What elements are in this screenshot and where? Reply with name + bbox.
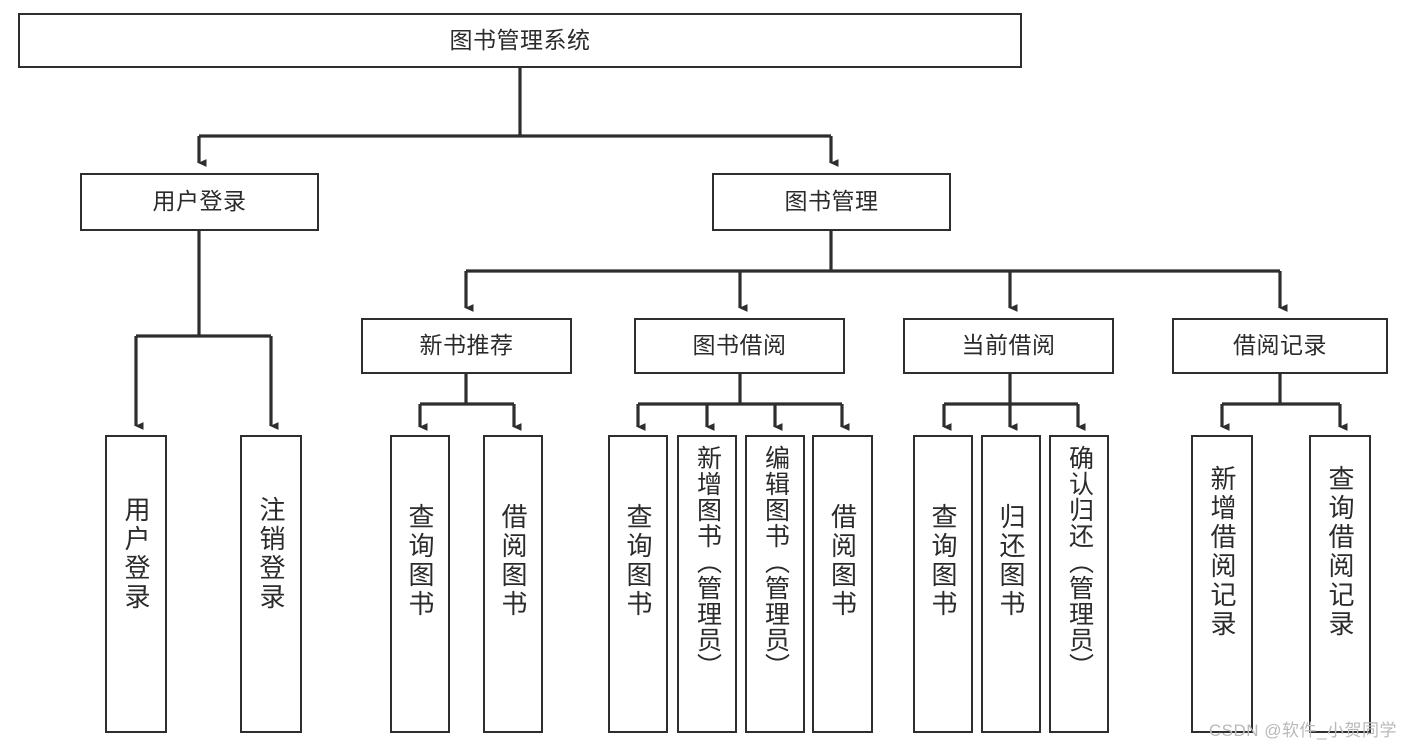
leaf-add-record[interactable]: 新增借阅记录 bbox=[1191, 435, 1253, 733]
node-root[interactable]: 图书管理系统 bbox=[18, 13, 1022, 68]
leaf-edit-book-label: 编辑图书（管理员） bbox=[761, 445, 790, 679]
leaf-confirm-return[interactable]: 确认归还（管理员） bbox=[1049, 435, 1109, 733]
leaf-borrow-book-borrow[interactable]: 借阅图书 bbox=[812, 435, 873, 733]
leaf-query-record[interactable]: 查询借阅记录 bbox=[1309, 435, 1371, 733]
node-user-login-label: 用户登录 bbox=[152, 188, 247, 215]
node-user-login[interactable]: 用户登录 bbox=[80, 173, 319, 231]
leaf-add-book[interactable]: 新增图书（管理员） bbox=[677, 435, 737, 733]
leaf-user-login-label: 用户登录 bbox=[121, 496, 151, 612]
leaf-query-book-borrow-label: 查询图书 bbox=[623, 503, 653, 619]
leaf-add-book-label: 新增图书（管理员） bbox=[693, 445, 722, 679]
node-borrow-record[interactable]: 借阅记录 bbox=[1172, 318, 1388, 374]
leaf-logout[interactable]: 注销登录 bbox=[240, 435, 302, 733]
leaf-return-book-label: 归还图书 bbox=[996, 503, 1026, 619]
leaf-edit-book[interactable]: 编辑图书（管理员） bbox=[745, 435, 805, 733]
leaf-return-book[interactable]: 归还图书 bbox=[981, 435, 1041, 733]
leaf-user-login[interactable]: 用户登录 bbox=[105, 435, 167, 733]
leaf-query-book-new[interactable]: 查询图书 bbox=[390, 435, 450, 733]
node-current-borrow-label: 当前借阅 bbox=[961, 332, 1056, 359]
leaf-query-record-label: 查询借阅记录 bbox=[1325, 465, 1355, 639]
leaf-borrow-book-new[interactable]: 借阅图书 bbox=[483, 435, 543, 733]
csdn-watermark: CSDN @软件_小贺同学 bbox=[1208, 721, 1397, 740]
node-book-manage[interactable]: 图书管理 bbox=[712, 173, 951, 231]
leaf-logout-label: 注销登录 bbox=[256, 496, 286, 612]
node-book-borrow-label: 图书借阅 bbox=[692, 332, 787, 359]
node-new-book-recommend-label: 新书推荐 bbox=[419, 332, 514, 359]
leaf-confirm-return-label: 确认归还（管理员） bbox=[1065, 445, 1094, 679]
leaf-borrow-book-borrow-label: 借阅图书 bbox=[827, 503, 858, 619]
node-book-borrow[interactable]: 图书借阅 bbox=[634, 318, 845, 374]
leaf-borrow-book-new-label: 借阅图书 bbox=[498, 503, 528, 619]
leaf-query-book-new-label: 查询图书 bbox=[405, 503, 435, 619]
leaf-add-record-label: 新增借阅记录 bbox=[1207, 465, 1237, 639]
leaf-query-book-current-label: 查询图书 bbox=[928, 503, 958, 619]
node-new-book-recommend[interactable]: 新书推荐 bbox=[361, 318, 572, 374]
node-borrow-record-label: 借阅记录 bbox=[1233, 332, 1327, 359]
node-root-label: 图书管理系统 bbox=[449, 26, 591, 53]
node-book-manage-label: 图书管理 bbox=[784, 188, 879, 215]
leaf-query-book-borrow[interactable]: 查询图书 bbox=[608, 435, 668, 733]
leaf-query-book-current[interactable]: 查询图书 bbox=[913, 435, 973, 733]
node-current-borrow[interactable]: 当前借阅 bbox=[903, 318, 1114, 374]
